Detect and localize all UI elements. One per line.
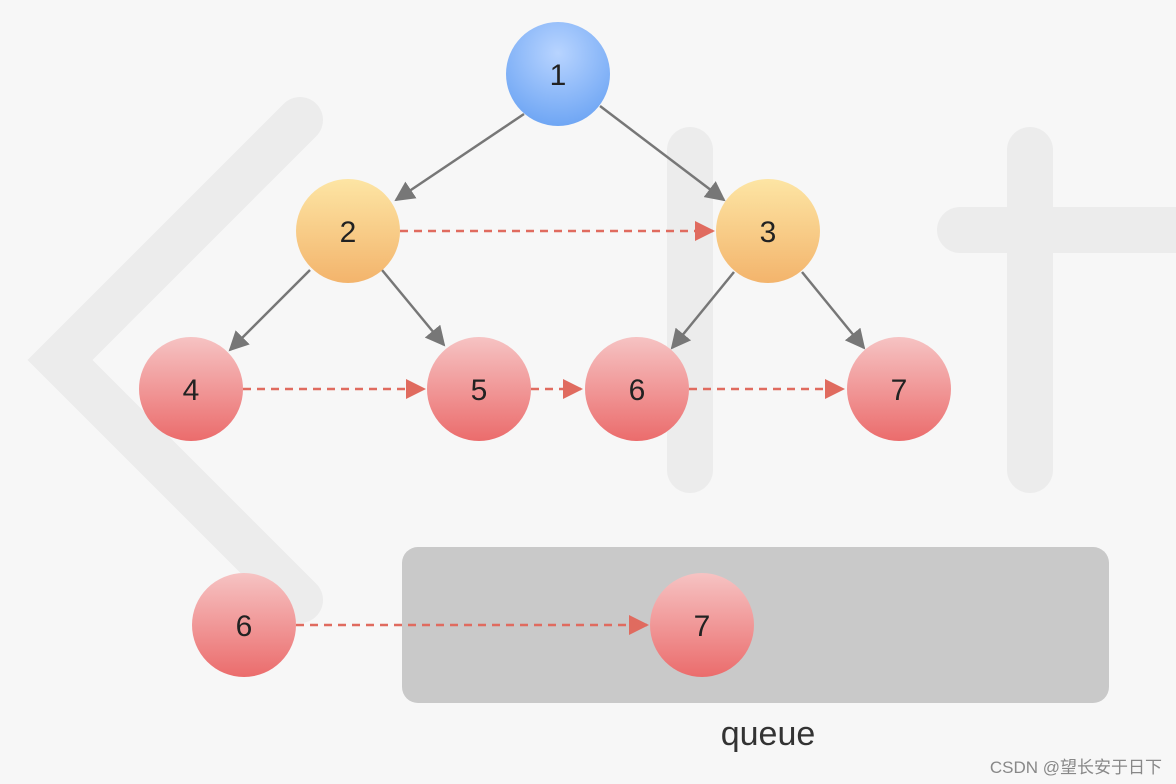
node-circle (650, 573, 754, 677)
node-circle (192, 573, 296, 677)
node-circle (506, 22, 610, 126)
tree-node-6: 6 (585, 337, 689, 441)
node-label: 7 (694, 610, 711, 643)
node-circle (585, 337, 689, 441)
queue-label: queue (721, 715, 816, 753)
dequeued-node: 6 (192, 573, 296, 677)
tree-node-1: 1 (506, 22, 610, 126)
tree-node-3: 3 (716, 179, 820, 283)
tree-edges (228, 105, 866, 352)
node-label: 6 (236, 610, 253, 643)
node-label: 4 (183, 374, 200, 407)
node-label: 6 (629, 374, 646, 407)
node-label: 3 (760, 216, 777, 249)
next-pointers (243, 221, 845, 635)
queue-node: 7 (650, 573, 754, 677)
edge-3-6 (670, 271, 735, 350)
tree-node-5: 5 (427, 337, 531, 441)
tree-node-7: 7 (847, 337, 951, 441)
node-label: 1 (550, 59, 567, 92)
node-circle (847, 337, 951, 441)
node-label: 7 (891, 374, 908, 407)
queue-box (402, 547, 1109, 703)
node-label: 2 (340, 216, 357, 249)
node-circle (716, 179, 820, 283)
tree-node-2: 2 (296, 179, 400, 283)
node-circle (296, 179, 400, 283)
tree-node-4: 4 (139, 337, 243, 441)
background-logo (27, 97, 1176, 623)
edge-2-5 (381, 269, 446, 347)
csdn-watermark: CSDN @望长安于日下 (990, 758, 1162, 777)
node-circle (139, 337, 243, 441)
edge-1-3 (599, 105, 726, 202)
node-circle (427, 337, 531, 441)
node-label: 5 (471, 374, 488, 407)
edge-2-4 (228, 269, 311, 352)
edge-1-2 (394, 112, 525, 202)
edge-3-7 (801, 271, 866, 350)
